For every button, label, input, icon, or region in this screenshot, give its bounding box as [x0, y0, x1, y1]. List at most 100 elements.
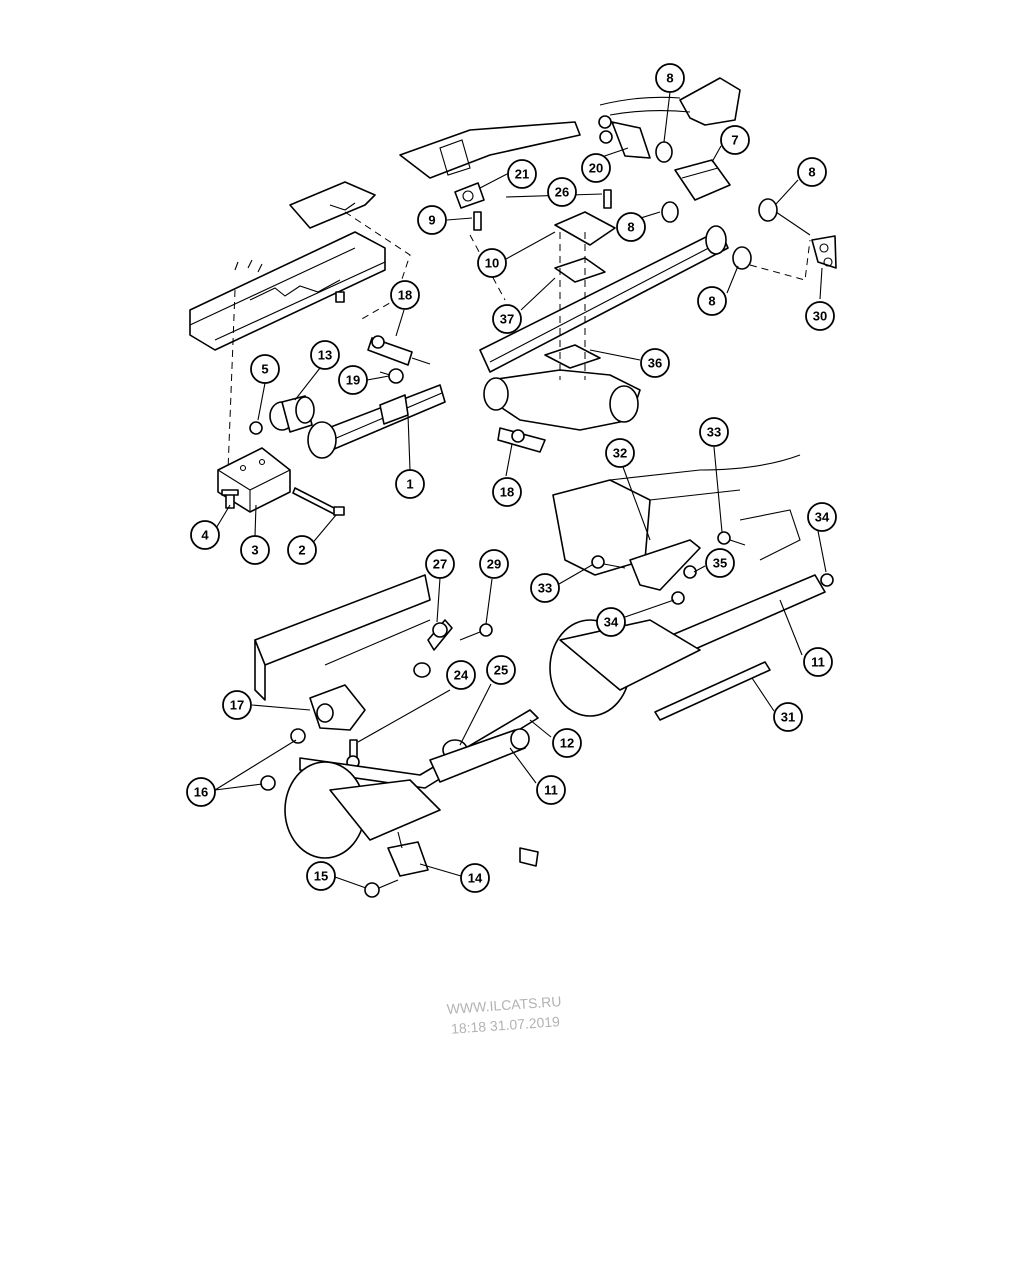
spacer-37	[554, 257, 606, 283]
bolt-33-right	[717, 531, 746, 546]
callout-3: 3	[240, 535, 270, 565]
svg-text:8: 8	[627, 220, 634, 235]
bolt-hanger-4	[221, 489, 239, 509]
callout-8: 8	[797, 157, 827, 187]
svg-text:33: 33	[707, 425, 721, 440]
callout-26: 26	[547, 177, 577, 207]
svg-text:19: 19	[346, 373, 360, 388]
svg-text:21: 21	[515, 167, 529, 182]
callout-7: 7	[720, 125, 750, 155]
callout-10: 10	[477, 248, 507, 278]
bolt-29	[459, 623, 493, 641]
callout-8: 8	[697, 286, 727, 316]
callout-33: 33	[530, 573, 560, 603]
front-hanger-bracket	[217, 447, 291, 513]
svg-text:5: 5	[261, 362, 268, 377]
spring-pad-10	[554, 211, 616, 246]
callout-8: 8	[616, 212, 646, 242]
callout-9: 9	[417, 205, 447, 235]
callout-24: 24	[446, 660, 476, 690]
frame-rail-rear	[599, 77, 741, 126]
callout-12: 12	[552, 728, 582, 758]
callout-11: 11	[536, 775, 566, 805]
svg-text:7: 7	[731, 133, 738, 148]
rear-axle-housing	[483, 232, 641, 431]
callout-20: 20	[581, 153, 611, 183]
callout-32: 32	[605, 438, 635, 468]
svg-text:24: 24	[454, 668, 469, 683]
svg-text:34: 34	[815, 510, 830, 525]
nut-34-right	[820, 573, 834, 587]
svg-text:10: 10	[485, 256, 499, 271]
callout-13: 13	[310, 340, 340, 370]
svg-text:8: 8	[808, 165, 815, 180]
svg-text:20: 20	[589, 161, 603, 176]
nut-5	[249, 421, 263, 435]
shackle-bushing-13	[269, 395, 315, 433]
bolt-15	[364, 879, 399, 898]
callout-36: 36	[640, 348, 670, 378]
svg-text:37: 37	[500, 312, 514, 327]
callout-34: 34	[807, 502, 837, 532]
link-27	[413, 619, 453, 678]
callout-37: 37	[492, 304, 522, 334]
plate-36	[544, 344, 601, 369]
callout-16: 16	[186, 777, 216, 807]
frame-crossmember-upper	[399, 121, 581, 179]
svg-text:30: 30	[813, 309, 827, 324]
svg-text:3: 3	[251, 543, 258, 558]
svg-text:15: 15	[314, 869, 328, 884]
svg-text:16: 16	[194, 785, 208, 800]
svg-text:34: 34	[604, 615, 619, 630]
frame-rail-left	[189, 181, 386, 351]
svg-text:WWW.ILCATS.RU: WWW.ILCATS.RU	[446, 993, 562, 1017]
clamp-14	[387, 831, 429, 877]
svg-text:2: 2	[298, 543, 305, 558]
shock-absorber-18-upper	[367, 335, 431, 366]
svg-text:9: 9	[428, 213, 435, 228]
retainer-clip	[519, 847, 539, 867]
svg-text:18: 18	[398, 288, 412, 303]
callout-30: 30	[805, 301, 835, 331]
svg-text:35: 35	[713, 556, 727, 571]
bolt-33-left	[591, 555, 626, 569]
link-31	[654, 661, 771, 721]
bolt-9	[473, 211, 482, 231]
callout-19: 19	[338, 365, 368, 395]
axle-tube-11-front	[429, 728, 530, 783]
callout-34: 34	[596, 607, 626, 637]
bolt-long-2	[292, 487, 345, 516]
nut-35	[683, 565, 697, 579]
callout-18: 18	[492, 477, 522, 507]
nut-34-left	[671, 591, 685, 605]
bracket-32	[629, 539, 701, 591]
svg-text:32: 32	[613, 446, 627, 461]
frame-section-lower	[254, 574, 431, 701]
svg-text:1: 1	[406, 477, 413, 492]
svg-text:12: 12	[560, 736, 574, 751]
svg-text:18:18 31.07.2019: 18:18 31.07.2019	[451, 1013, 561, 1037]
svg-text:29: 29	[487, 557, 501, 572]
callout-27: 27	[425, 549, 455, 579]
bushing-8-d	[732, 246, 752, 270]
svg-text:17: 17	[230, 698, 244, 713]
svg-text:27: 27	[433, 557, 447, 572]
bushing-8-a	[655, 141, 673, 163]
callout-14: 14	[460, 863, 490, 893]
callout-8: 8	[655, 63, 685, 93]
svg-text:13: 13	[318, 348, 332, 363]
callout-33: 33	[699, 417, 729, 447]
callout-18: 18	[390, 280, 420, 310]
svg-text:14: 14	[468, 871, 483, 886]
leaf-spring-rear	[479, 225, 729, 373]
svg-text:11: 11	[811, 655, 825, 670]
nuts-16	[260, 728, 306, 791]
watermark: WWW.ILCATS.RU 18:18 31.07.2019	[446, 993, 562, 1037]
front-wheel-assembly	[284, 761, 441, 859]
bushing-8-c	[758, 198, 811, 236]
svg-text:8: 8	[708, 294, 715, 309]
bracket-21	[454, 182, 485, 209]
svg-text:25: 25	[494, 663, 508, 678]
callout-4: 4	[190, 520, 220, 550]
svg-text:4: 4	[201, 528, 209, 543]
